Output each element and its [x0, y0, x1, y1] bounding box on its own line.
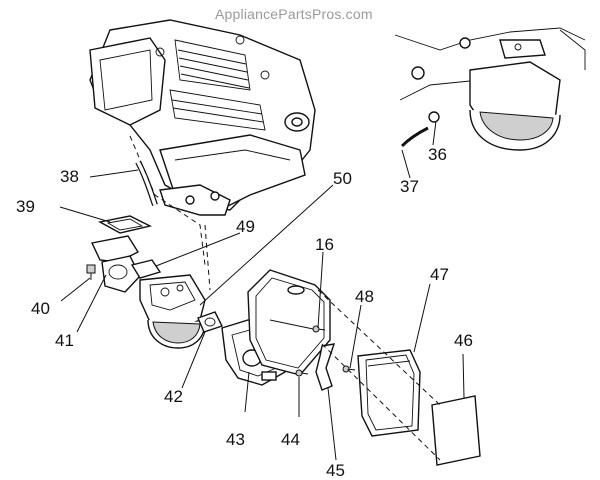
- callout-49: 49: [236, 217, 255, 236]
- assembly-lines: [129, 135, 441, 461]
- callout-42: 42: [164, 387, 183, 406]
- callout-41: 41: [55, 331, 74, 350]
- gasket-42: [197, 311, 223, 333]
- callout-47: 47: [430, 265, 449, 284]
- callout-45: 45: [326, 461, 345, 480]
- callout-46: 46: [454, 331, 473, 350]
- air-filter-47: [357, 349, 421, 437]
- callout-36: 36: [428, 145, 447, 164]
- screw-40: [86, 264, 96, 280]
- callout-38: 38: [60, 167, 79, 186]
- callout-50: 50: [333, 169, 352, 188]
- leader-lines: [59, 120, 465, 461]
- callout-44: 44: [281, 430, 300, 449]
- callout-labels: 36 37 38 39 40 41 42 43 44 45 46 47 48 4…: [16, 145, 473, 480]
- screw-16: [312, 325, 326, 333]
- retainer-45: [315, 343, 336, 391]
- pre-filter-46: [431, 395, 481, 466]
- gasket-49: [130, 259, 162, 279]
- engine-block: [89, 19, 316, 216]
- screw-44: [295, 369, 309, 377]
- callout-16: 16: [315, 235, 334, 254]
- callout-40: 40: [31, 299, 50, 318]
- inset-detail: [394, 27, 586, 151]
- screw-48: [342, 365, 356, 373]
- intake-elbow: [90, 235, 141, 293]
- callout-43: 43: [226, 430, 245, 449]
- gasket-39: [97, 215, 153, 234]
- air-filter-cover: [247, 269, 331, 376]
- watermark: AppliancePartsPros.com: [215, 6, 373, 22]
- callout-48: 48: [355, 287, 374, 306]
- callout-39: 39: [16, 197, 35, 216]
- carburetor: [139, 274, 206, 349]
- callout-37: 37: [400, 177, 419, 196]
